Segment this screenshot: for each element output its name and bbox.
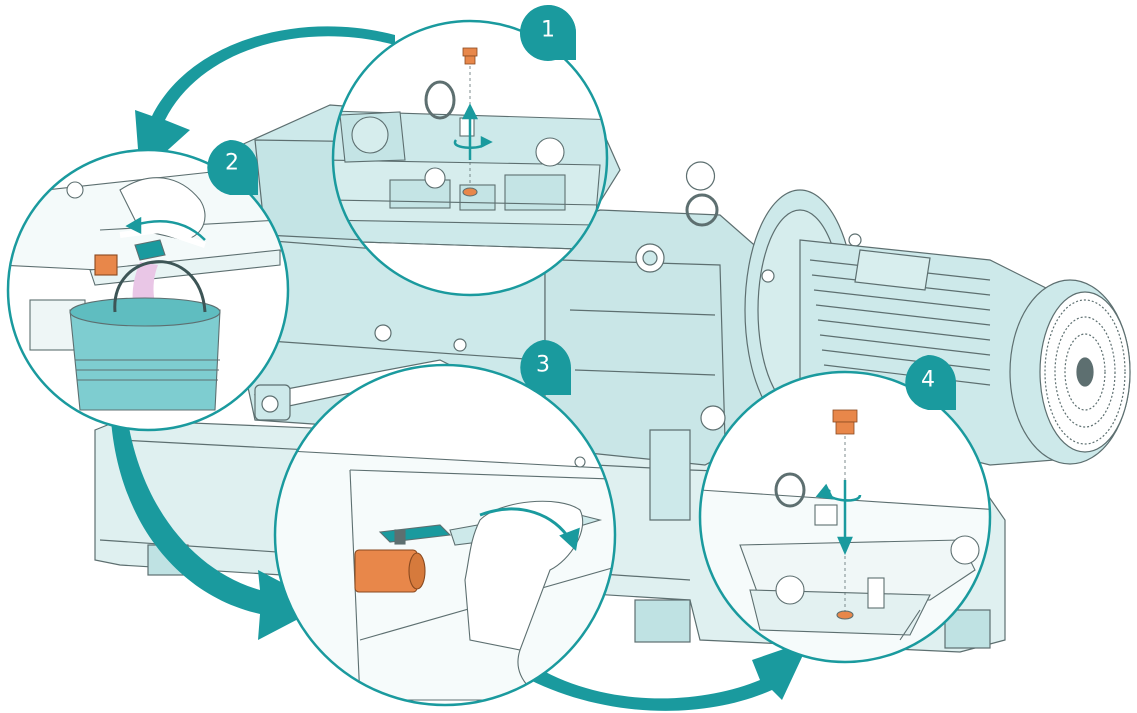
- step-badge-1: 1: [519, 5, 576, 61]
- step-badge-2: 2: [207, 140, 258, 195]
- arrow-step3-to-step4: [515, 640, 810, 711]
- step-number-4: 4: [921, 368, 935, 393]
- step-4-detail: [698, 370, 992, 664]
- step-number-2: 2: [225, 151, 239, 176]
- tighten-arrow-icon: [479, 507, 580, 551]
- motor-fan-cover: [1009, 279, 1131, 465]
- step-badge-4: 4: [905, 355, 956, 410]
- pour-arrow-icon: [125, 216, 206, 241]
- gear-box: [544, 161, 771, 521]
- flow-arrows: [110, 26, 810, 711]
- step-3-detail: [273, 363, 617, 707]
- step-number-1: 1: [541, 18, 555, 43]
- unscrew-arrow-icon: [453, 103, 493, 160]
- step-2-detail: [6, 148, 290, 432]
- screw-in-arrow-icon: [815, 480, 862, 556]
- step-number-3: 3: [536, 353, 550, 378]
- arrow-step1-to-step2: [135, 26, 395, 175]
- plug-icon: [832, 409, 858, 435]
- arrow-step2-to-step3: [110, 400, 325, 640]
- step-badge-3: 3: [520, 340, 571, 395]
- plug-icon: [462, 47, 478, 65]
